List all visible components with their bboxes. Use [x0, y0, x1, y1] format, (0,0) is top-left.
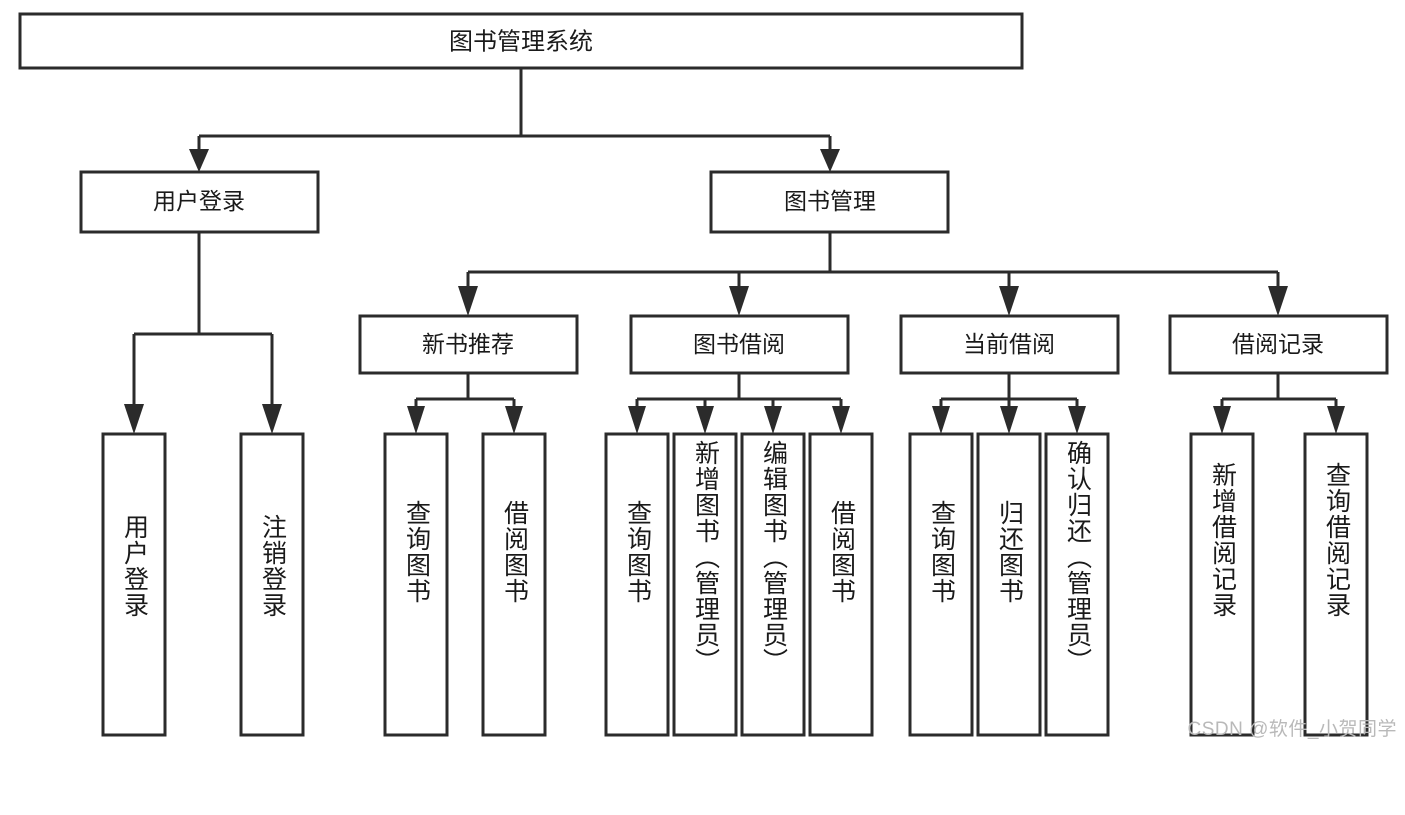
node-current-borrow-box[interactable] [899, 314, 1120, 375]
node-book-manage-box[interactable] [709, 170, 950, 234]
leaf-add-record-box[interactable] [1189, 432, 1255, 737]
arrowhead-to-leaf-logout [262, 404, 282, 434]
arrowheads-group [124, 149, 1345, 434]
arrowhead-to-leaf-borrow-book-2 [832, 406, 850, 434]
leaf-return-book-box[interactable] [976, 432, 1042, 737]
node-book-borrow[interactable]: 图书借阅 [629, 314, 850, 375]
node-book-manage-label: 图书管理 [784, 188, 876, 214]
leaf-logout-box[interactable] [239, 432, 305, 737]
arrowhead-to-book-manage [820, 149, 840, 172]
arrowhead-to-current-borrow [999, 286, 1019, 316]
node-user-login-label: 用户登录 [153, 188, 245, 214]
node-user-login-box[interactable] [79, 170, 320, 234]
arrowhead-to-leaf-query-book-2 [628, 406, 646, 434]
arrowhead-to-leaf-add-record [1213, 406, 1231, 434]
nodes-group: 图书管理系统 用户登录 图书管理 新书推荐 图书借阅 [18, 12, 1389, 737]
arrowhead-to-leaf-add-book [696, 406, 714, 434]
diagram-canvas: 图书管理系统 用户登录 图书管理 新书推荐 图书借阅 [18, 12, 1397, 740]
node-new-book-recommend-label: 新书推荐 [422, 331, 514, 357]
arrowhead-to-leaf-query-record [1327, 406, 1345, 434]
node-book-manage[interactable]: 图书管理 [709, 170, 950, 234]
leaf-query-book-3-box[interactable] [908, 432, 974, 737]
node-borrow-record[interactable]: 借阅记录 [1168, 314, 1389, 375]
node-root-label: 图书管理系统 [449, 28, 593, 55]
leaf-nodes-group [101, 432, 1369, 737]
node-current-borrow[interactable]: 当前借阅 [899, 314, 1120, 375]
arrowhead-to-new-book-recommend [458, 286, 478, 316]
arrowhead-to-leaf-return-book [1000, 406, 1018, 434]
node-book-borrow-box[interactable] [629, 314, 850, 375]
leaf-query-book-1-box[interactable] [383, 432, 449, 737]
node-current-borrow-label: 当前借阅 [963, 331, 1055, 357]
node-book-borrow-label: 图书借阅 [693, 331, 785, 357]
arrowhead-to-borrow-record [1268, 286, 1288, 316]
leaf-confirm-return-box[interactable] [1044, 432, 1110, 737]
node-user-login[interactable]: 用户登录 [79, 170, 320, 234]
node-new-book-recommend-box[interactable] [358, 314, 579, 375]
node-new-book-recommend[interactable]: 新书推荐 [358, 314, 579, 375]
node-borrow-record-label: 借阅记录 [1232, 331, 1324, 357]
node-root-box[interactable] [18, 12, 1024, 70]
arrowhead-to-book-borrow [729, 286, 749, 316]
leaf-edit-book-box[interactable] [740, 432, 806, 737]
connectors-group [132, 68, 1338, 407]
node-root[interactable]: 图书管理系统 [18, 12, 1024, 70]
flowchart-svg: 图书管理系统 用户登录 图书管理 新书推荐 图书借阅 [18, 12, 1389, 737]
watermark: CSDN @软件_小贺同学 [1187, 719, 1397, 740]
leaf-user-login-box[interactable] [101, 432, 167, 737]
leaf-borrow-book-2-box[interactable] [808, 432, 874, 737]
leaf-query-book-2-box[interactable] [604, 432, 670, 737]
arrowhead-to-leaf-edit-book [764, 406, 782, 434]
arrowhead-to-leaf-user-login [124, 404, 144, 434]
arrowhead-to-leaf-borrow-book-1 [505, 406, 523, 434]
leaf-add-book-box[interactable] [672, 432, 738, 737]
arrowhead-to-user-login [189, 149, 209, 172]
arrowhead-to-leaf-query-book-1 [407, 406, 425, 434]
node-borrow-record-box[interactable] [1168, 314, 1389, 375]
leaf-borrow-book-1-box[interactable] [481, 432, 547, 737]
arrowhead-to-leaf-confirm-return [1068, 406, 1086, 434]
arrowhead-to-leaf-query-book-3 [932, 406, 950, 434]
leaf-query-record-box[interactable] [1303, 432, 1369, 737]
